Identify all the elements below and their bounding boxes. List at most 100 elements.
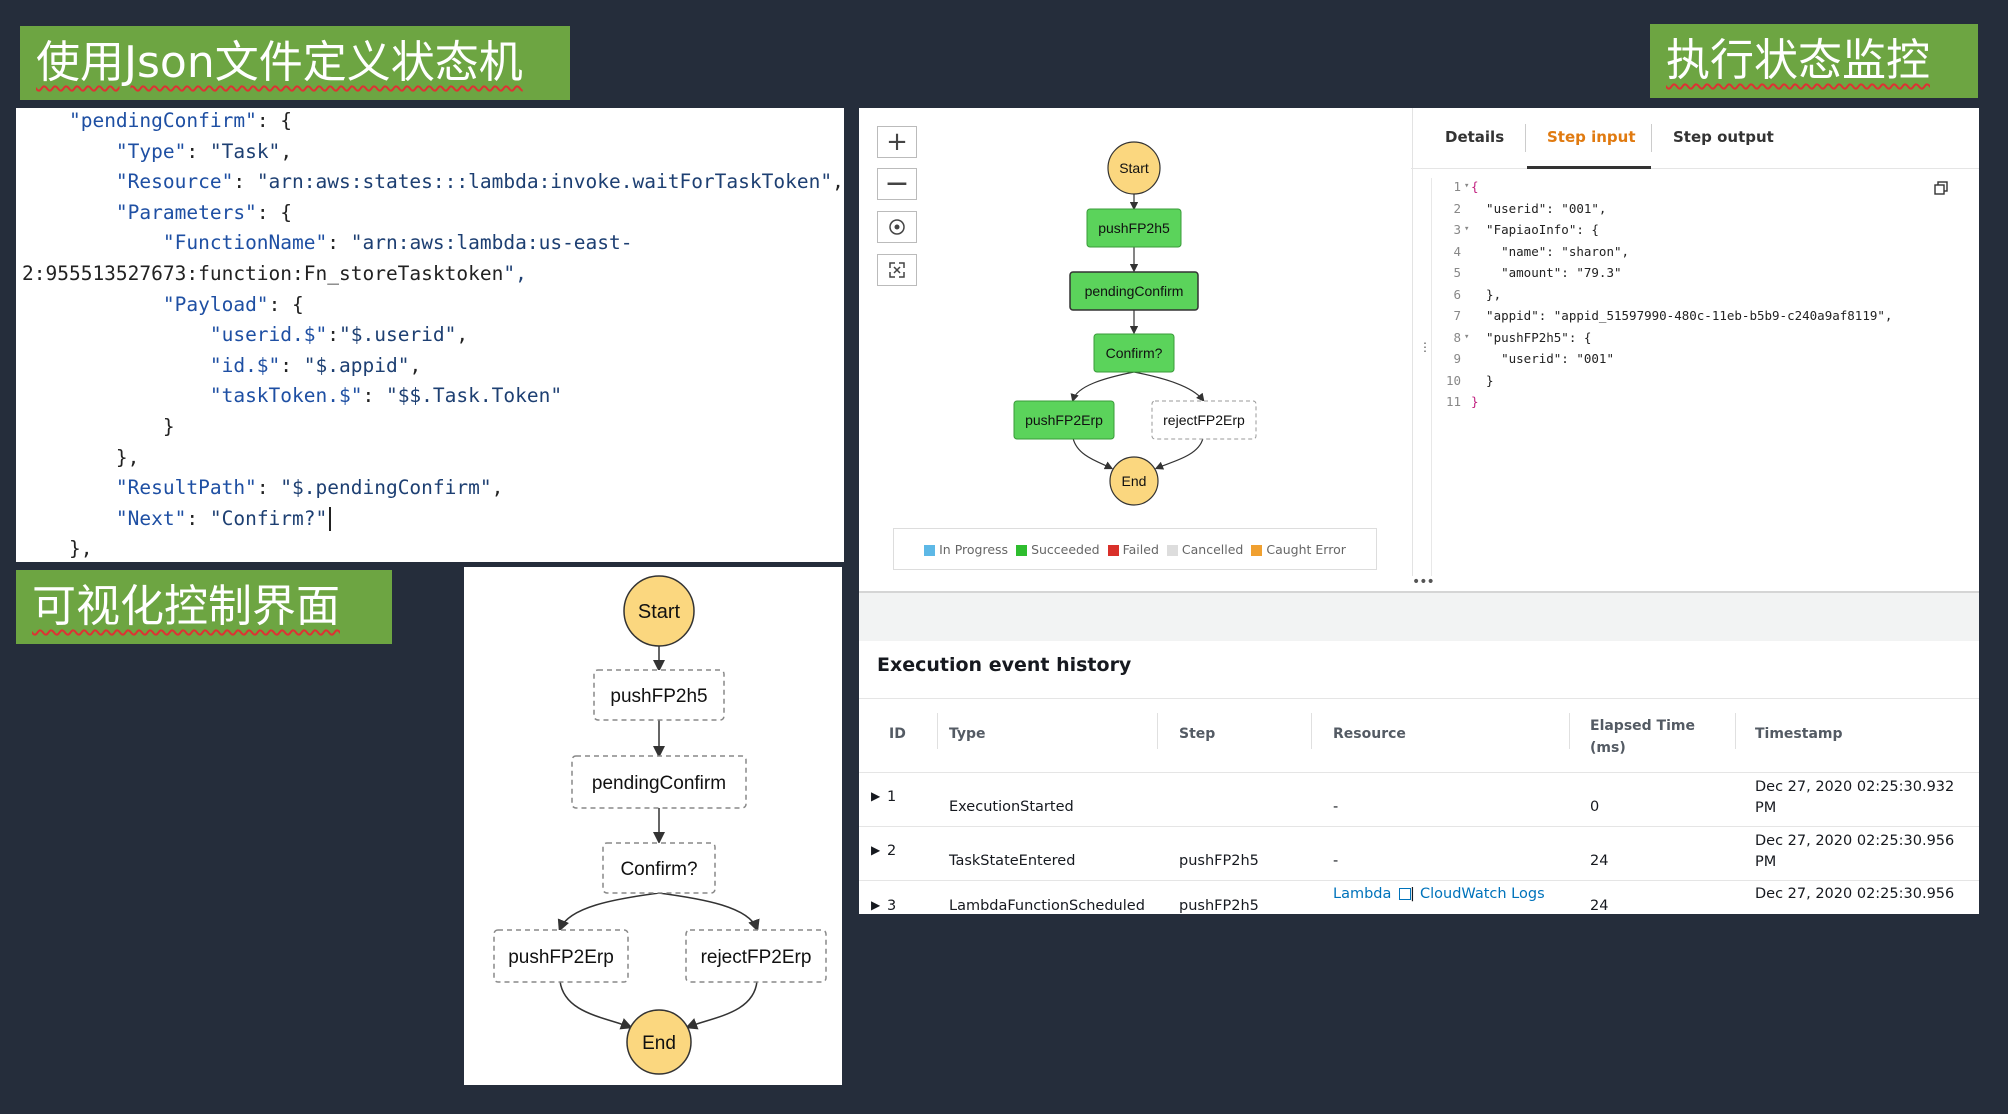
history-header-divider (859, 772, 1979, 773)
line-number: 6 (1453, 286, 1461, 302)
col-header-elapsed[interactable]: Elapsed Time (ms) (1590, 718, 1695, 756)
legend-item: In Progress (924, 542, 1008, 557)
line-number: 7 (1453, 308, 1461, 323)
row-elapsed: 24 (1590, 898, 1609, 914)
legend-item: Caught Error (1251, 542, 1346, 557)
tab-separator (1651, 124, 1652, 152)
exec-step-pendingconfirm[interactable]: pendingConfirm (1069, 271, 1199, 311)
tab-details[interactable]: Details (1445, 128, 1505, 146)
step-node-confirm[interactable]: Confirm? (602, 842, 716, 894)
json-line: "pushFP2h5": { (1471, 329, 1592, 345)
col-separator (1569, 713, 1570, 749)
legend-swatch (1166, 544, 1178, 556)
vertical-resize-handle[interactable]: ⋮ (1419, 340, 1431, 354)
json-definition-label-text: 使用Json文件定义状态机 (36, 37, 523, 88)
step-node-rejectfp2erp[interactable]: rejectFP2Erp (685, 929, 827, 983)
end-node[interactable]: End (626, 1009, 692, 1075)
json-line: "appid": "appid_51597990-480c-11eb-b5b9-… (1471, 308, 1893, 323)
row-resource: - (1333, 799, 1339, 815)
row-type: LambdaFunctionScheduled (949, 898, 1145, 914)
text-caret (329, 507, 332, 532)
cloudwatch-logs-link[interactable]: CloudWatch Logs (1420, 886, 1545, 902)
step-node-pendingconfirm[interactable]: pendingConfirm (571, 755, 747, 809)
exec-step-rejectfp2erp[interactable]: rejectFP2Erp (1151, 400, 1257, 440)
row-type: TaskStateEntered (949, 853, 1076, 869)
col-header-type[interactable]: Type (949, 726, 986, 742)
step-node-pushfp2h5[interactable]: pushFP2h5 (593, 669, 725, 721)
legend-swatch (924, 544, 936, 556)
exec-step-pushfp2erp[interactable]: pushFP2Erp (1013, 400, 1115, 440)
fold-toggle-icon[interactable]: ▾ (1464, 224, 1470, 234)
row-step: pushFP2h5 (1179, 853, 1259, 869)
zoom-in-button[interactable]: + (877, 126, 917, 158)
json-line: } (1471, 372, 1494, 388)
copy-icon[interactable] (1934, 180, 1948, 199)
tab-step-input[interactable]: Step input (1547, 128, 1636, 146)
step-node-pendingconfirm-label: pendingConfirm (592, 773, 726, 794)
legend-label: Caught Error (1266, 541, 1346, 557)
row-id: 1 (887, 789, 897, 805)
exec-end-node[interactable]: End (1109, 456, 1159, 506)
exec-step-confirm[interactable]: Confirm? (1093, 333, 1175, 373)
code-line: "pendingConfirm": { (68, 109, 293, 132)
step-node-pushfp2erp[interactable]: pushFP2Erp (493, 929, 629, 983)
col-header-resource[interactable]: Resource (1333, 726, 1406, 742)
center-button[interactable] (877, 211, 917, 243)
start-node[interactable]: Start (623, 575, 695, 647)
line-number: 4 (1453, 243, 1461, 259)
code-line: "Next": "Confirm?" (22, 504, 332, 534)
json-definition-label: 使用Json文件定义状态机 (20, 26, 570, 100)
json-line: "amount": "79.3" (1471, 265, 1622, 280)
zoom-out-button[interactable]: − (877, 168, 917, 200)
code-line: "ResultPath": "$.pendingConfirm", (115, 476, 504, 500)
expand-arrow-icon[interactable]: ▶ (871, 898, 881, 912)
col-header-step[interactable]: Step (1179, 726, 1216, 742)
legend-label: Cancelled (1181, 541, 1244, 557)
legend-item: Succeeded (1016, 542, 1100, 557)
row-timestamp-suffix: PM (1755, 800, 1777, 816)
tab-step-output[interactable]: Step output (1673, 128, 1774, 146)
center-icon (889, 219, 905, 235)
horizontal-split (859, 591, 1979, 593)
legend-swatch (1016, 544, 1028, 556)
col-header-id[interactable]: ID (889, 726, 906, 742)
code-line: "taskToken.$": "$$.Task.Token" (209, 384, 563, 408)
row-elapsed: 24 (1590, 853, 1609, 869)
tab-active-underline (1527, 166, 1651, 169)
code-line: 2:955513527673:function:Fn_storeTasktoke… (22, 262, 527, 285)
col-header-timestamp[interactable]: Timestamp (1755, 726, 1843, 742)
legend-item: Cancelled (1166, 541, 1244, 557)
horizontal-resize-handle[interactable]: ••• (1412, 574, 1435, 590)
row-elapsed: 0 (1590, 799, 1600, 815)
expand-arrow-icon[interactable]: ▶ (871, 843, 881, 857)
exec-start-label: Start (1119, 160, 1149, 176)
row-type: ExecutionStarted (949, 799, 1074, 815)
exec-step-rejectfp2erp-label: rejectFP2Erp (1163, 412, 1245, 428)
json-line: "name": "sharon", (1471, 243, 1630, 259)
step-functions-console: + − Start (859, 108, 1979, 914)
exec-step-pushfp2h5[interactable]: pushFP2h5 (1086, 208, 1182, 248)
code-line: "Resource": "arn:aws:states:::lambda:inv… (115, 170, 844, 194)
lambda-link[interactable]: Lambda (1333, 886, 1411, 902)
execution-monitor-label: 执行状态监控 (1650, 24, 1978, 98)
row-step: pushFP2h5 (1179, 898, 1259, 914)
col-separator (1157, 713, 1158, 749)
line-number: 8 (1453, 329, 1461, 345)
legend-label: In Progress (939, 541, 1009, 557)
start-node-label: Start (638, 601, 681, 623)
line-number: 5 (1453, 265, 1461, 280)
fit-button[interactable] (877, 254, 917, 286)
exec-end-label: End (1122, 473, 1147, 489)
end-node-label: End (642, 1033, 676, 1054)
plus-icon: + (886, 127, 908, 157)
col-separator (937, 713, 938, 749)
minus-icon: − (884, 166, 910, 201)
expand-arrow-icon[interactable]: ▶ (871, 789, 881, 803)
exec-start-node[interactable]: Start (1107, 141, 1161, 195)
history-divider (859, 698, 1979, 699)
row-resource: - (1333, 853, 1339, 869)
fold-toggle-icon[interactable]: ▾ (1464, 331, 1470, 342)
step-tabs: Details Step input Step output (1411, 108, 1979, 169)
fold-toggle-icon[interactable]: ▾ (1464, 181, 1470, 191)
